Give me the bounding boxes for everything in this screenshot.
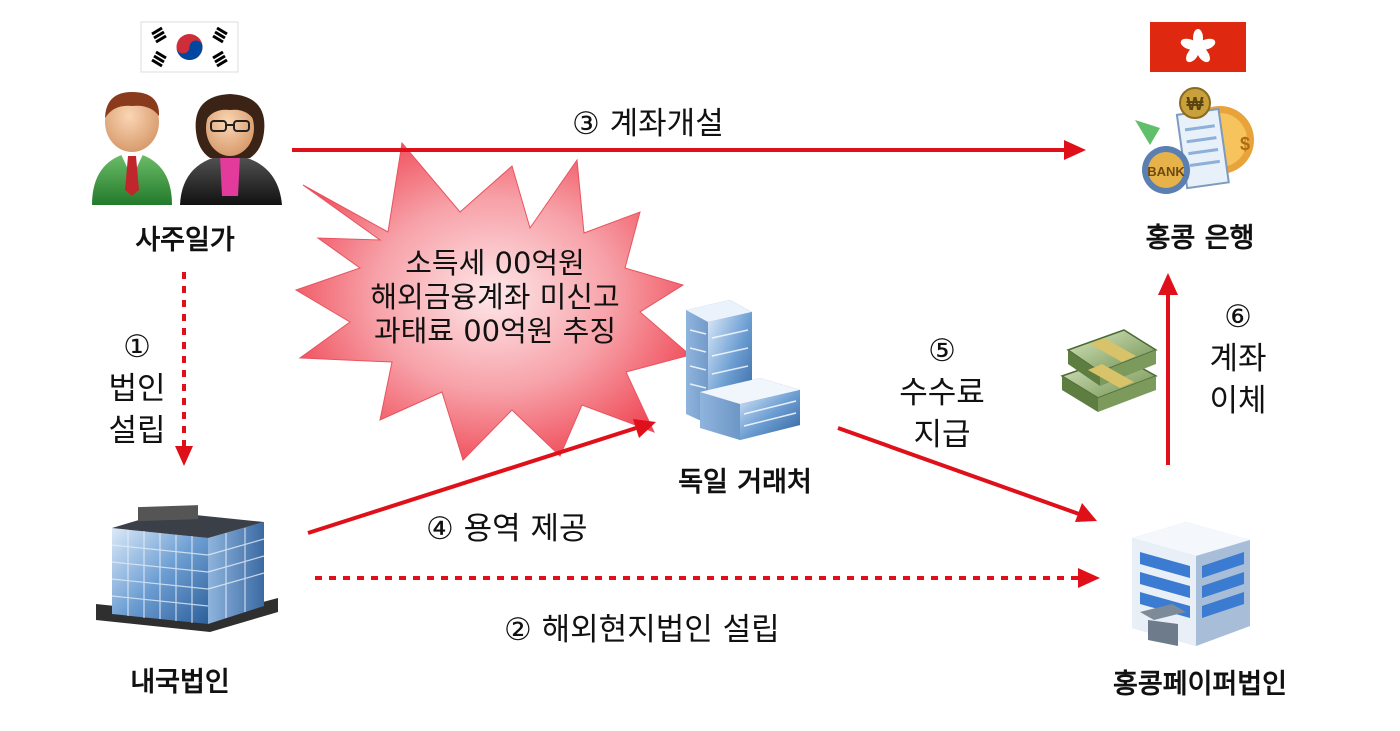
arrow-step6 (1158, 273, 1178, 465)
penalty-line3: 과태료 00억원 추징 (373, 314, 617, 348)
money-stack-icon (1060, 329, 1158, 412)
svg-text:$: $ (1240, 134, 1250, 154)
step1-line1: 법인 (108, 371, 166, 407)
korea-flag-icon (140, 21, 239, 73)
step6-number: ⑥ (1224, 299, 1252, 335)
arrow-step4 (307, 419, 656, 535)
hk-paper-corp-label: 홍콩페이퍼법인 (1113, 669, 1287, 700)
arrow-step1 (175, 272, 193, 466)
step5-line1: 수수료 (899, 375, 985, 411)
arrow-step3 (292, 140, 1086, 160)
step1-line2: 설립 (108, 413, 166, 449)
hongkong-office-icon (1132, 522, 1250, 646)
bank-money-icon: ₩ BANK $ (1135, 87, 1254, 194)
domestic-corp-label: 내국법인 (130, 667, 230, 698)
arrow-step5 (837, 426, 1097, 522)
office-building-icon (686, 300, 800, 440)
warning-starburst (294, 141, 692, 461)
step6-line2: 이체 (1209, 383, 1267, 419)
step2-label: ② 해외현지법인 설립 (504, 612, 780, 648)
step6-label: ⑥ 계좌 이체 (1190, 296, 1286, 422)
german-partner-label: 독일 거래처 (678, 467, 812, 498)
step4-label: ④ 용역 제공 (426, 511, 588, 547)
step3-label: ③ 계좌개설 (572, 106, 724, 142)
penalty-callout: 소득세 00억원 해외금융계좌 미신고 과태료 00억원 추징 (340, 246, 650, 348)
hk-bank-label: 홍콩 은행 (1145, 223, 1255, 254)
svg-text:BANK: BANK (1147, 164, 1185, 179)
businessman-icon (92, 92, 172, 205)
penalty-line1: 소득세 00억원 (405, 246, 585, 280)
step5-label: ⑤ 수수료 지급 (880, 330, 1004, 456)
step1-label: ① 법인 설립 (92, 326, 182, 452)
step5-line2: 지급 (913, 417, 971, 453)
arrow-step2 (315, 568, 1100, 588)
svg-text:₩: ₩ (1187, 94, 1204, 114)
step6-line1: 계좌 (1209, 341, 1267, 377)
step1-number: ① (123, 329, 151, 365)
glass-tower-icon (96, 505, 278, 632)
step5-number: ⑤ (928, 333, 956, 369)
businesswoman-icon (180, 94, 282, 205)
family-label: 사주일가 (135, 225, 235, 256)
penalty-line2: 해외금융계좌 미신고 (370, 280, 620, 314)
hongkong-flag-icon (1150, 22, 1246, 72)
